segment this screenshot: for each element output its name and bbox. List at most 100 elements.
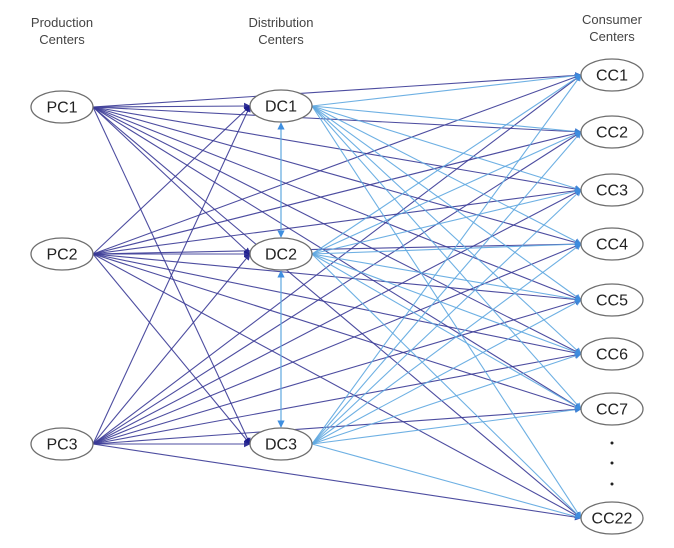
edge-pc1-to-cc5 bbox=[92, 106, 582, 301]
edge-dc3-to-cc6 bbox=[311, 352, 582, 445]
edge-pc3-to-dc2 bbox=[92, 253, 251, 445]
consumer-node-shape bbox=[580, 115, 644, 149]
edge-dc1-to-cc1 bbox=[311, 72, 582, 107]
edge-pc3-to-cc3 bbox=[92, 189, 582, 445]
edge-pc2-to-cc6 bbox=[92, 253, 582, 357]
production-node-shape bbox=[30, 90, 94, 124]
node-cc5: CC5 bbox=[580, 283, 644, 317]
consumer-node-shape bbox=[580, 173, 644, 207]
edge-pc3-to-cc22 bbox=[92, 443, 582, 521]
edge-pc2-to-dc1 bbox=[92, 105, 251, 255]
consumer-node-label: CC5 bbox=[596, 293, 628, 310]
edge-dc3-to-cc5 bbox=[311, 299, 582, 445]
edge-pc1-to-cc1 bbox=[92, 72, 582, 108]
consumer-node-shape bbox=[580, 337, 644, 371]
consumer-node-label: CC1 bbox=[596, 68, 628, 85]
edge-pc2-to-cc1 bbox=[92, 73, 582, 255]
edge-dc2-to-cc4 bbox=[311, 240, 582, 255]
consumer-node-label: CC3 bbox=[596, 183, 628, 200]
header-distribution-line1: Distribution bbox=[248, 15, 313, 30]
edge-pc2-to-cc2 bbox=[92, 130, 582, 255]
edge-dc1-to-cc7 bbox=[311, 105, 582, 410]
edge-dc3-to-cc4 bbox=[311, 243, 582, 445]
edge-dc3-to-cc7 bbox=[311, 406, 582, 445]
node-cc1: CC1 bbox=[580, 58, 644, 92]
production-node-label: PC1 bbox=[46, 100, 77, 117]
edge-pc1-to-cc2 bbox=[92, 106, 582, 135]
node-dc1: DC1 bbox=[249, 89, 313, 123]
production-node-shape bbox=[30, 427, 94, 461]
edge-dc1-to-cc5 bbox=[311, 105, 582, 301]
edge-dc1-to-cc6 bbox=[311, 105, 582, 355]
distribution-node-shape bbox=[249, 237, 313, 271]
edge-pc2-to-cc5 bbox=[92, 253, 582, 303]
production-node-label: PC3 bbox=[46, 437, 77, 454]
edge-pc1-to-cc22 bbox=[92, 106, 582, 519]
header-consumer-line2: Centers bbox=[589, 29, 635, 44]
node-pc1: PC1 bbox=[30, 90, 94, 124]
edge-dc3-to-cc22 bbox=[311, 443, 582, 520]
ellipsis-dot bbox=[610, 441, 614, 445]
consumer-node-label: CC22 bbox=[592, 511, 633, 528]
header-distribution-line2: Centers bbox=[258, 32, 304, 47]
node-dc3: DC3 bbox=[249, 427, 313, 461]
edge-pc2-to-cc4 bbox=[92, 240, 582, 255]
consumer-node-shape bbox=[580, 392, 644, 426]
distribution-node-label: DC3 bbox=[265, 437, 297, 454]
consumer-node-label: CC2 bbox=[596, 125, 628, 142]
edge-dc3-to-cc2 bbox=[311, 131, 582, 445]
ellipsis-dot bbox=[610, 482, 614, 486]
edge-dc2-to-cc7 bbox=[311, 253, 582, 410]
node-cc2: CC2 bbox=[580, 115, 644, 149]
edges-layer bbox=[92, 72, 582, 521]
production-node-shape bbox=[30, 237, 94, 271]
edge-dc3-to-cc1 bbox=[311, 74, 582, 445]
consumer-node-label: CC7 bbox=[596, 402, 628, 419]
header-production-centers: Production Centers bbox=[31, 15, 93, 47]
header-consumer-line1: Consumer bbox=[582, 12, 643, 27]
consumer-node-shape bbox=[580, 58, 644, 92]
node-pc3: PC3 bbox=[30, 427, 94, 461]
edge-dc1-to-cc4 bbox=[311, 105, 582, 245]
consumer-node-shape bbox=[580, 227, 644, 261]
edge-dc2-to-cc6 bbox=[311, 253, 582, 356]
consumer-node-shape bbox=[580, 501, 644, 535]
consumer-node-shape bbox=[580, 283, 644, 317]
edge-pc3-to-cc6 bbox=[92, 351, 582, 445]
node-cc3: CC3 bbox=[580, 173, 644, 207]
edge-pc3-to-cc7 bbox=[92, 406, 582, 445]
edge-dc2-to-cc5 bbox=[311, 253, 582, 303]
consumer-ellipsis bbox=[610, 441, 614, 486]
node-cc7: CC7 bbox=[580, 392, 644, 426]
header-consumer-centers: Consumer Centers bbox=[582, 12, 643, 44]
edge-pc2-to-cc7 bbox=[92, 253, 582, 411]
edge-pc3-to-dc1 bbox=[92, 105, 251, 445]
header-production-line2: Centers bbox=[39, 32, 85, 47]
node-dc2: DC2 bbox=[249, 237, 313, 271]
edge-dc1-to-cc3 bbox=[311, 105, 582, 192]
edge-dc3-to-cc3 bbox=[311, 189, 582, 445]
node-cc4: CC4 bbox=[580, 227, 644, 261]
node-pc2: PC2 bbox=[30, 237, 94, 271]
production-node-label: PC2 bbox=[46, 247, 77, 264]
edge-pc1-to-cc3 bbox=[92, 106, 582, 193]
edge-dc2-to-cc1 bbox=[311, 74, 582, 255]
consumer-node-label: CC4 bbox=[596, 237, 628, 254]
node-cc6: CC6 bbox=[580, 337, 644, 371]
edge-pc3-to-cc1 bbox=[92, 74, 582, 445]
edge-pc1-to-cc4 bbox=[92, 106, 582, 246]
header-distribution-centers: Distribution Centers bbox=[248, 15, 313, 47]
edge-pc2-to-cc3 bbox=[92, 187, 582, 255]
ellipsis-dot bbox=[610, 461, 614, 465]
header-production-line1: Production bbox=[31, 15, 93, 30]
edge-dc2-to-cc22 bbox=[311, 253, 582, 519]
distribution-node-label: DC2 bbox=[265, 247, 297, 264]
distribution-node-shape bbox=[249, 427, 313, 461]
edge-dc1-to-cc22 bbox=[311, 105, 582, 519]
edge-dc2-to-cc3 bbox=[311, 188, 582, 255]
edge-pc3-to-cc2 bbox=[92, 131, 582, 445]
edge-dc2-to-cc2 bbox=[311, 131, 582, 255]
edge-dc1-to-cc2 bbox=[311, 105, 582, 135]
